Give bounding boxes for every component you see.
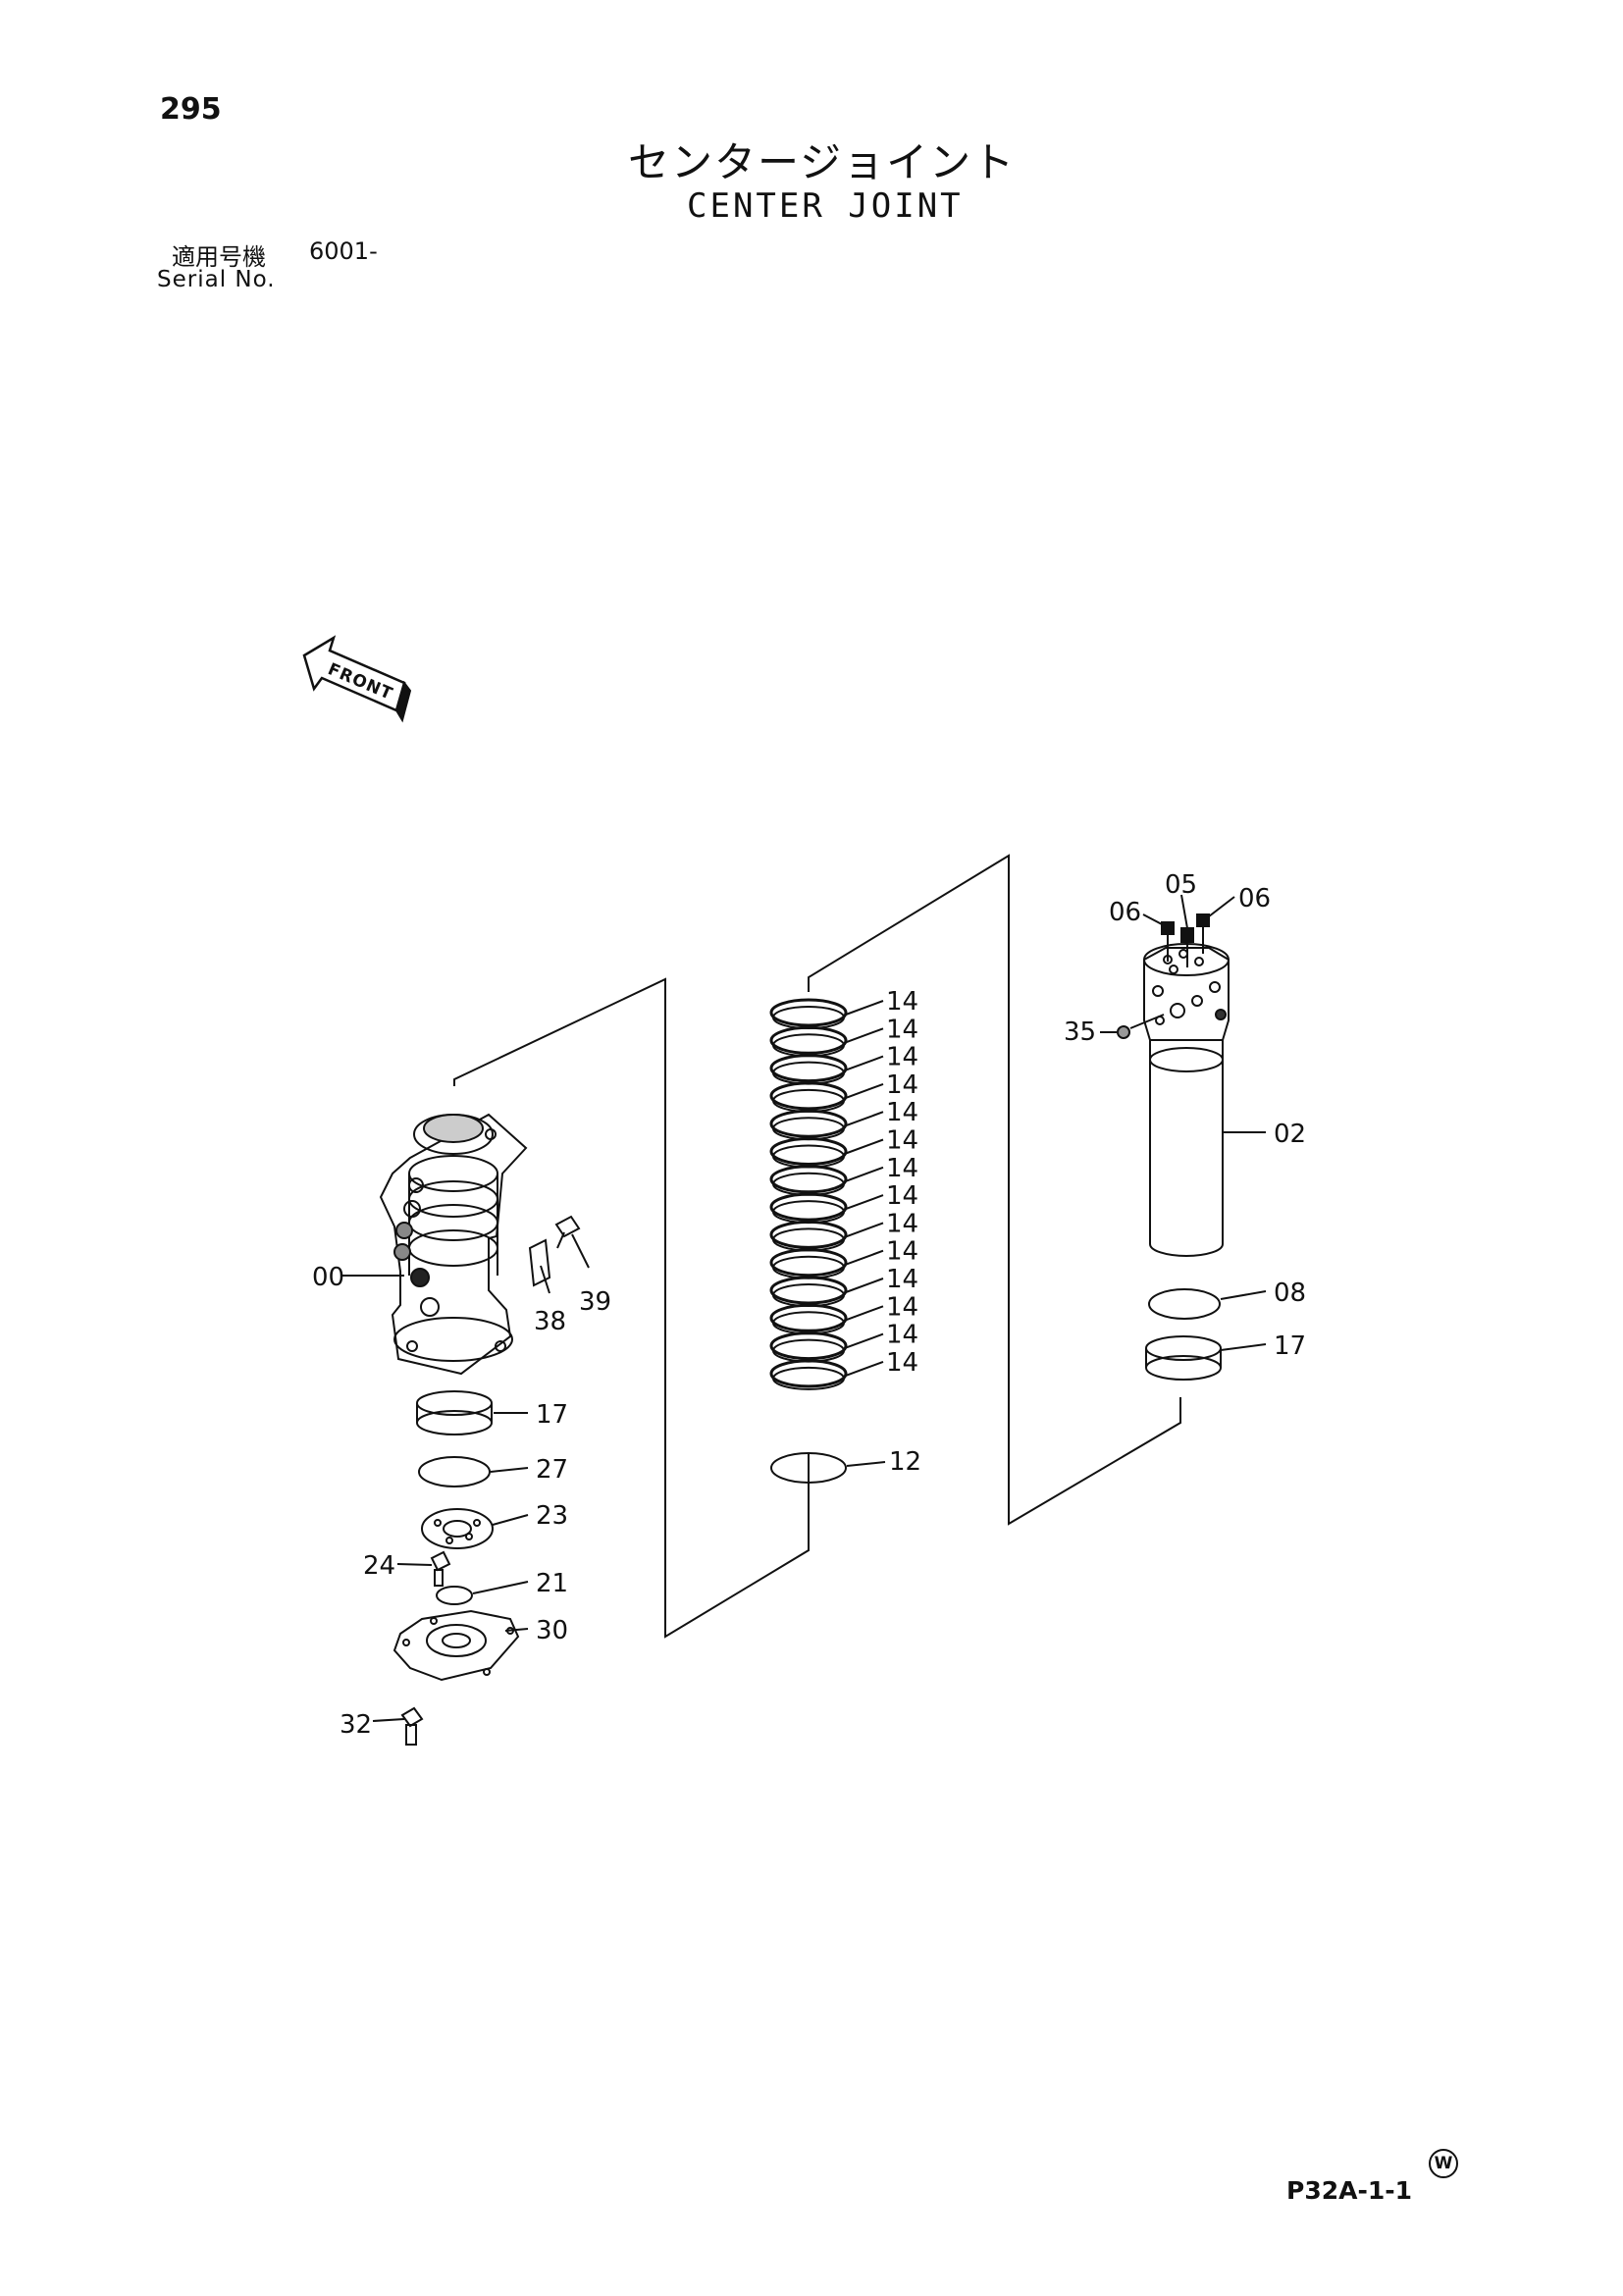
plate-38 (528, 1238, 551, 1294)
callout-14-leader (845, 1138, 884, 1155)
callout-14-leader (845, 1249, 884, 1266)
w-mark-icon: W (1429, 2149, 1458, 2178)
seal-ring-14 (769, 1303, 848, 1332)
spindle-02 (1143, 943, 1230, 1257)
serial-label-english: Serial No. (157, 267, 276, 292)
callout-14: 14 (886, 1209, 918, 1238)
seal-ring-14 (769, 1137, 848, 1166)
seal-ring-14 (769, 1331, 848, 1361)
seal-ring-14 (769, 1081, 848, 1111)
page-number: 295 (160, 92, 222, 127)
seal-ring-14 (769, 1220, 848, 1249)
cover-30 (393, 1609, 520, 1682)
seal-ring-14 (769, 1192, 848, 1222)
ring-17-left (416, 1390, 493, 1435)
callout-21: 21 (536, 1569, 568, 1598)
bolt-24 (430, 1550, 451, 1587)
seal-ring-14 (769, 1165, 848, 1194)
callout-14-leader (845, 1111, 884, 1127)
callout-14-leader (845, 1222, 884, 1238)
callout-06-right: 06 (1238, 884, 1271, 913)
oring-27 (418, 1456, 491, 1487)
seal-ring-14 (769, 1025, 848, 1055)
ring-17-right (1145, 1335, 1222, 1381)
seal-ring-14 (769, 1359, 848, 1388)
oring-21 (436, 1586, 473, 1605)
callout-14-leader (845, 1082, 884, 1099)
plug-06-left (1161, 921, 1175, 962)
callout-14: 14 (886, 1126, 918, 1156)
callout-14-leader (845, 1000, 884, 1016)
seal-ring-14-inner (772, 1366, 845, 1390)
callout-05: 05 (1165, 870, 1197, 900)
callout-32: 32 (340, 1710, 372, 1740)
page-title-japanese: センタージョイント (628, 138, 1017, 186)
callout-08: 08 (1274, 1278, 1306, 1308)
oring-12 (770, 1452, 847, 1484)
callout-14: 14 (886, 1154, 918, 1183)
plug-35 (1117, 1014, 1165, 1039)
callout-labels: 00 38 39 17 27 23 24 21 30 32 12 05 06 0… (312, 870, 1306, 1740)
callout-14-leader (845, 1332, 884, 1349)
callout-14-leader (845, 1166, 884, 1182)
callout-leaders (341, 894, 1267, 1722)
seal-ring-14 (769, 1109, 848, 1138)
callout-14-leader (845, 1278, 884, 1293)
callout-14: 14 (886, 987, 918, 1017)
callout-14-leader (845, 1055, 884, 1071)
callout-14-leader (845, 1194, 884, 1211)
callout-14: 14 (886, 1237, 918, 1267)
center-joint-body (379, 1113, 528, 1376)
callout-14-leader (845, 1360, 884, 1377)
callout-14: 14 (886, 1265, 918, 1294)
callout-00: 00 (312, 1263, 344, 1292)
callout-14-leader (845, 1305, 884, 1322)
plug-06-right (1196, 913, 1210, 954)
callout-24: 24 (363, 1551, 395, 1581)
callout-12: 12 (889, 1447, 921, 1477)
callout-39: 39 (579, 1287, 611, 1317)
bolt-39 (554, 1215, 590, 1269)
callout-17-right: 17 (1274, 1331, 1306, 1361)
callout-14: 14 (886, 1015, 918, 1044)
callout-14: 14 (886, 1292, 918, 1322)
callout-14: 14 (886, 1043, 918, 1072)
callout-14: 14 (886, 1348, 918, 1378)
callout-14: 14 (886, 1321, 918, 1350)
callout-06-left: 06 (1109, 898, 1141, 927)
callout-14: 14 (886, 1181, 918, 1211)
callout-27: 27 (536, 1455, 568, 1485)
seal-ring-14 (769, 1276, 848, 1305)
page-reference: P32A-1-1 (1286, 2176, 1413, 2205)
callout-35: 35 (1064, 1018, 1096, 1047)
callout-14-leader (845, 1027, 884, 1044)
callout-02: 02 (1274, 1120, 1306, 1149)
callout-17-left: 17 (536, 1400, 568, 1430)
callout-14: 14 (886, 1098, 918, 1127)
assembly-leader-lines (453, 854, 1181, 1639)
plate-23 (421, 1508, 494, 1549)
callout-38: 38 (534, 1307, 566, 1336)
seal-ring-stack (769, 998, 848, 1390)
seal-ring-14 (769, 1054, 848, 1083)
page-title-english: CENTER JOINT (687, 186, 964, 226)
serial-label-japanese: 適用号機 (172, 243, 266, 271)
bolt-32 (400, 1706, 424, 1746)
callout-14: 14 (886, 1070, 918, 1100)
seal-ring-14 (769, 1248, 848, 1278)
serial-number-value: 6001- (309, 237, 378, 265)
seal-ring-14 (769, 998, 848, 1027)
front-arrow-icon (302, 635, 412, 723)
callout-23: 23 (536, 1501, 568, 1531)
oring-08 (1148, 1288, 1221, 1320)
callout-30: 30 (536, 1616, 568, 1645)
